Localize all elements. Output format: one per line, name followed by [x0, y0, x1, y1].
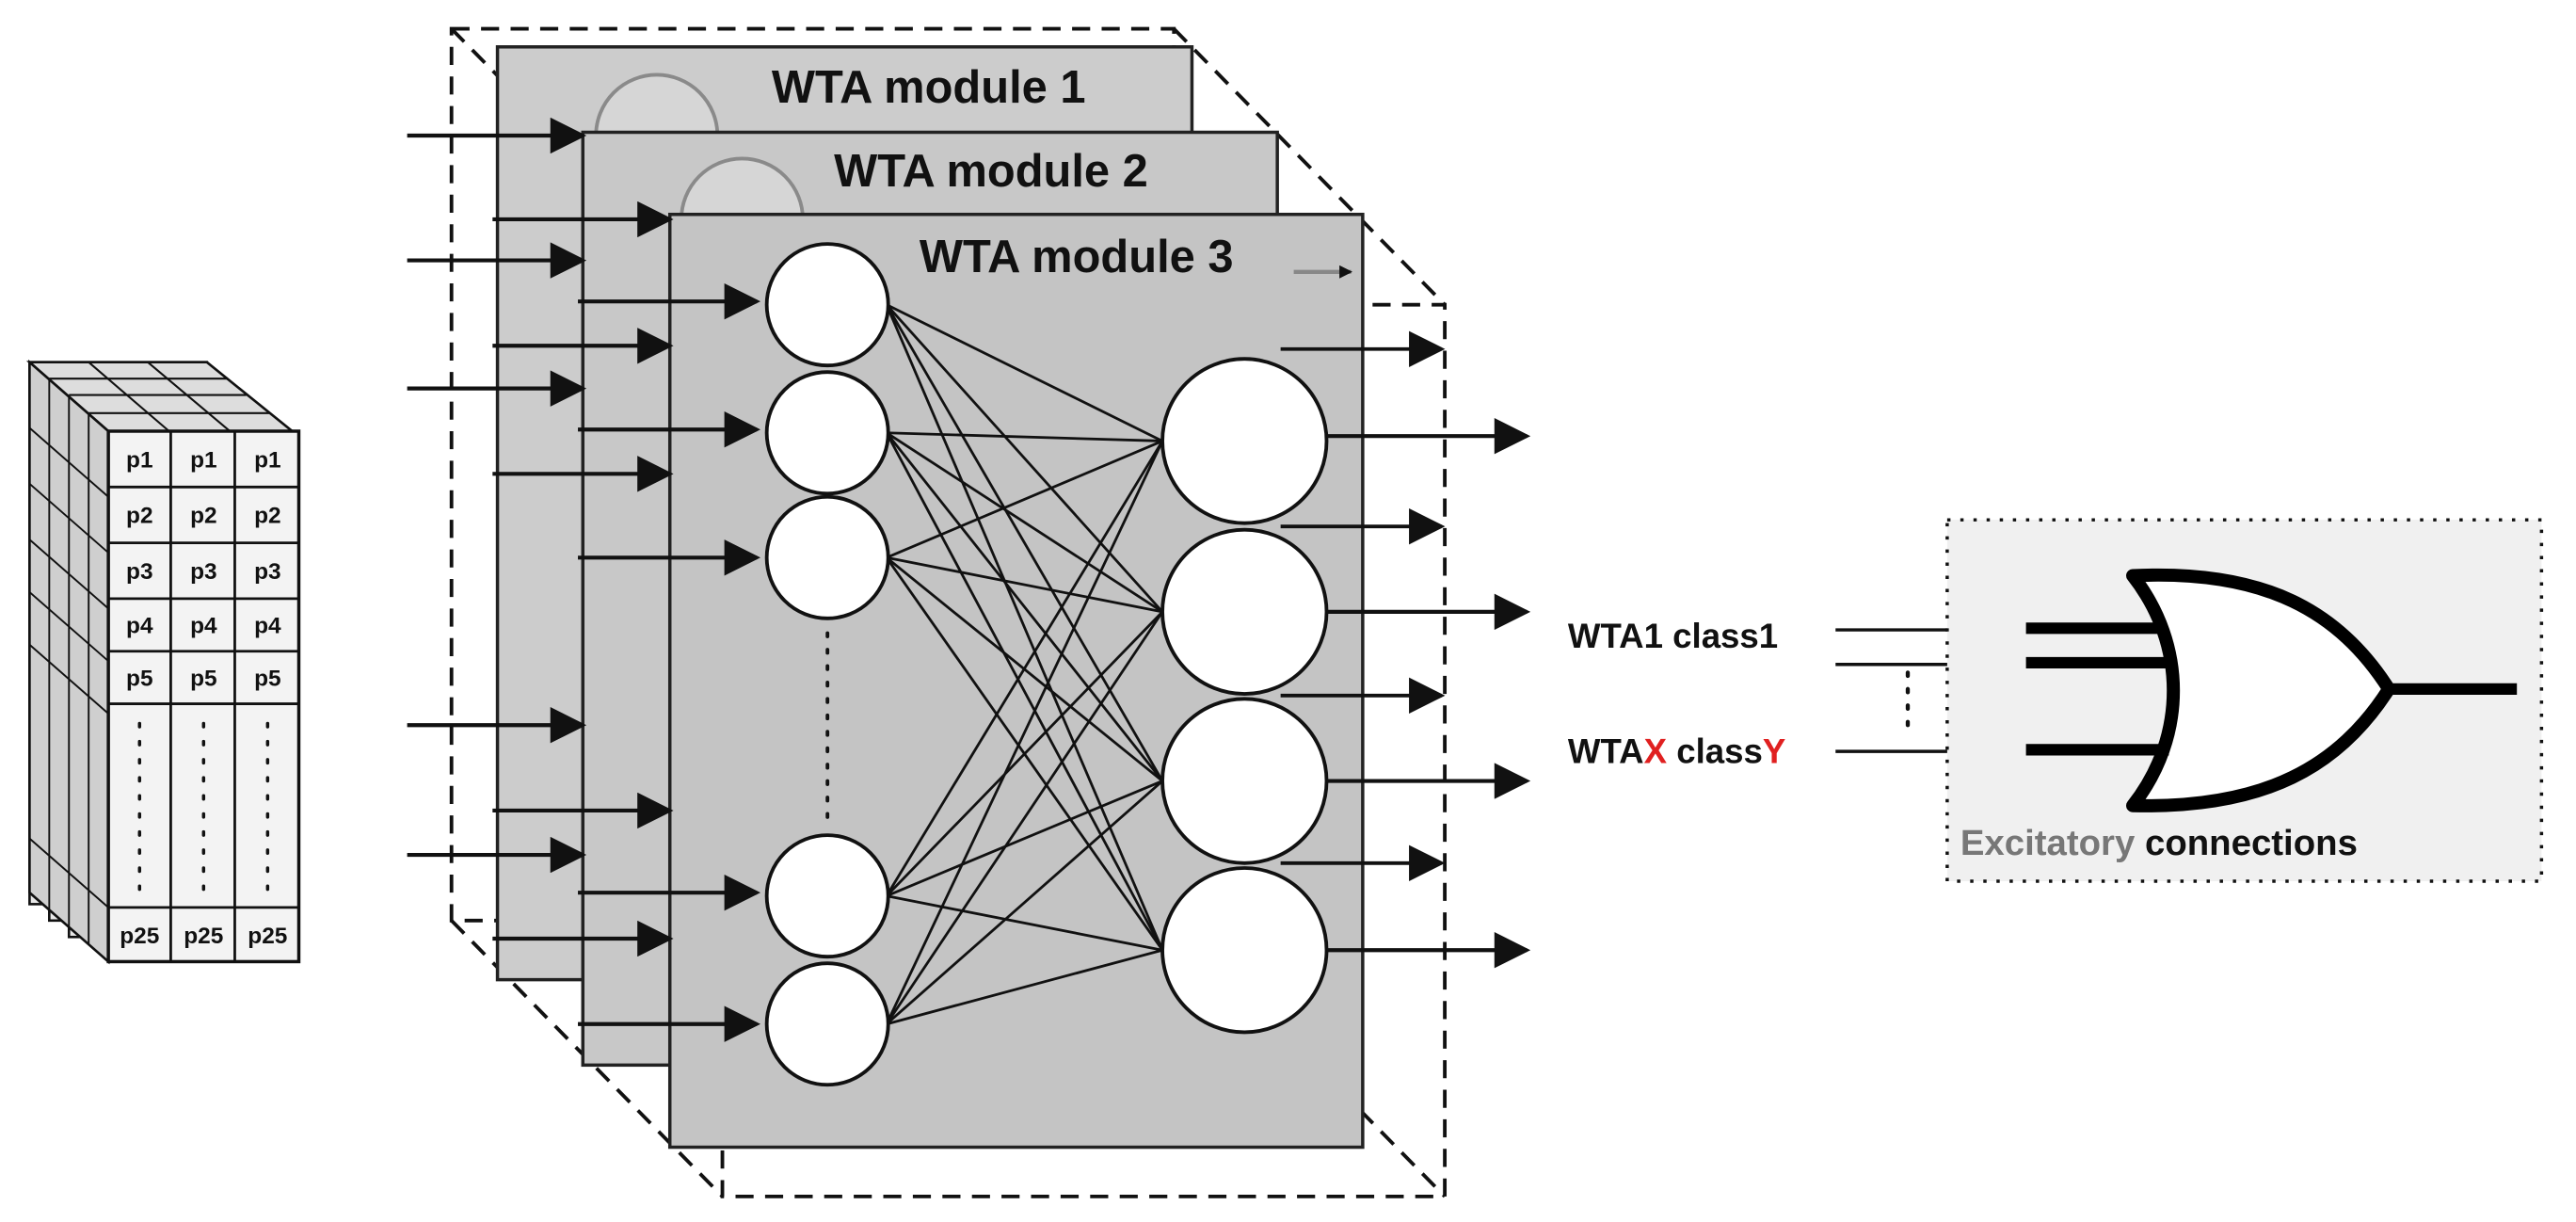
input-cell-label: p3 [126, 559, 152, 585]
synapse-line [886, 431, 1163, 442]
synapse-line [886, 303, 1163, 442]
output-neuron [1160, 357, 1329, 525]
synapse-line [886, 440, 1163, 559]
input-cell-label: p2 [190, 504, 216, 529]
wta-module-2-title: WTA module 2 [834, 146, 1148, 197]
input-cell-label: p25 [120, 924, 159, 949]
input-cell-label: p2 [254, 504, 280, 529]
synapse-line [886, 555, 1163, 614]
wta-module-1-title: WTA module 1 [772, 62, 1086, 113]
input-cell-label: p3 [190, 559, 216, 585]
input-cell-label: p25 [184, 924, 223, 949]
input-arrows [407, 117, 761, 1042]
synapse-line [885, 303, 1164, 613]
input-cell-label: p4 [126, 614, 153, 639]
output-arrows [1280, 330, 1531, 969]
synapse-line [886, 780, 1163, 897]
input-neuron [764, 242, 890, 368]
synapse-line [885, 304, 1164, 951]
synapse-line [885, 440, 1164, 1025]
synapse-line [885, 431, 1164, 782]
synapse-line [886, 780, 1163, 1025]
input-cell-label: p4 [254, 614, 281, 639]
output-label-wta1-class1: WTA1 class1 [1568, 617, 1778, 655]
synapse-line [885, 611, 1164, 1025]
synapse-line [885, 610, 1164, 897]
input-cell-label: p1 [254, 447, 280, 473]
input-neuron [764, 961, 890, 1087]
excitatory-connections-label: Excitatory connections [1960, 823, 2358, 863]
wta-module-3: WTA module 3 [667, 212, 1365, 1150]
synapse-line [886, 894, 1163, 952]
input-neuron [764, 494, 890, 620]
output-neuron [1160, 697, 1329, 865]
synapse-line [885, 440, 1164, 897]
or-gate-icon [2126, 568, 2396, 812]
synapse-line [886, 948, 1163, 1026]
input-neuron [764, 833, 890, 959]
wta-module-3-title: WTA module 3 [920, 232, 1234, 282]
output-neuron [1160, 866, 1329, 1035]
synapse-line [885, 303, 1164, 782]
input-cell-label: p5 [190, 666, 216, 691]
input-cell-label: p5 [254, 666, 280, 691]
output-label-wtax-classy: WTAX classY [1568, 732, 1785, 770]
input-cell-label: p1 [190, 447, 216, 473]
input-cell-label: p25 [248, 924, 287, 949]
input-neuron [764, 370, 890, 496]
synapse-line [886, 431, 1163, 614]
input-cell-label: p5 [126, 666, 152, 691]
input-cell-label: p1 [126, 447, 152, 473]
input-cell-label: p2 [126, 504, 152, 529]
synapse-line [885, 432, 1164, 951]
output-neuron [1160, 527, 1329, 697]
input-pixel-block: p1 p1 p1 p2 p2 p2 p3 p3 p3 p4 p4 p4 p5 p5 p5 p25 p25 p25 [25, 359, 301, 965]
input-cell-label: p3 [254, 559, 280, 585]
or-gate-inset: Excitatory connections [1945, 518, 2544, 883]
input-cell-label: p4 [190, 614, 217, 639]
